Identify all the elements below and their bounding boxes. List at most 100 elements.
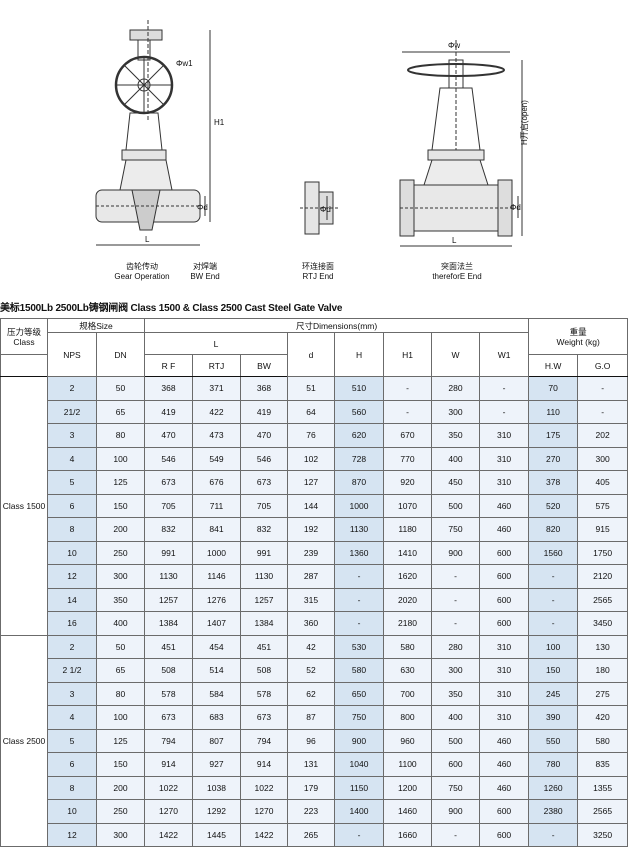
- table-cell: 12: [47, 564, 97, 589]
- table-cell: 673: [240, 705, 289, 730]
- table-cell: 87: [287, 705, 336, 730]
- table-cell: 927: [192, 752, 242, 777]
- table-cell: 4: [47, 705, 97, 730]
- table-cell: 546: [144, 446, 194, 471]
- table-cell: 8: [47, 517, 97, 542]
- table-cell: 673: [144, 705, 194, 730]
- table-cell: 1445: [192, 822, 242, 847]
- table-cell: 150: [95, 493, 146, 518]
- rf-phi-label: Φw: [448, 41, 460, 50]
- table-cell: 360: [287, 611, 336, 636]
- table-cell: 1150: [334, 775, 385, 800]
- table-cell: 794: [240, 728, 289, 753]
- header-class-blank: [0, 354, 48, 377]
- table-cell: 580: [577, 728, 629, 753]
- table-cell: 508: [144, 658, 194, 683]
- rtj-d-label: Φd: [320, 205, 331, 214]
- table-cell: 4: [47, 446, 97, 471]
- table-cell: 1460: [383, 799, 433, 824]
- header-rtj: RTJ: [192, 354, 242, 377]
- table-cell: 6: [47, 493, 97, 518]
- header-w1: W1: [479, 332, 530, 377]
- gear-caption: 齿轮传动 Gear Operation: [112, 262, 172, 282]
- table-cell: 1660: [383, 822, 433, 847]
- header-hw: H.W: [528, 354, 579, 377]
- header-h1: H1: [383, 332, 433, 377]
- table-cell: 530: [334, 634, 385, 659]
- table-cell: 1560: [528, 540, 579, 565]
- table-cell: 508: [240, 658, 289, 683]
- table-cell: 820: [528, 517, 579, 542]
- table-cell: 80: [95, 681, 146, 706]
- header-bw: BW: [240, 354, 289, 377]
- table-cell: 1070: [383, 493, 433, 518]
- table-cell: 900: [334, 728, 385, 753]
- table-cell: 6: [47, 752, 97, 777]
- table-cell: 280: [431, 376, 481, 401]
- bw-caption: 对焊端 BW End: [180, 262, 230, 282]
- table-cell: 460: [479, 517, 530, 542]
- table-cell: 807: [192, 728, 242, 753]
- table-cell: 514: [192, 658, 242, 683]
- table-cell: 175: [528, 423, 579, 448]
- header-w: W: [431, 332, 481, 377]
- table-cell: 600: [479, 822, 530, 847]
- table-cell: -: [431, 611, 481, 636]
- table-cell: 750: [431, 775, 481, 800]
- table-cell: 914: [144, 752, 194, 777]
- header-rf: R F: [144, 354, 194, 377]
- table-cell: 125: [95, 470, 146, 495]
- table-cell: 42: [287, 634, 336, 659]
- table-cell: 2380: [528, 799, 579, 824]
- table-cell: 100: [528, 634, 579, 659]
- table-cell: 1400: [334, 799, 385, 824]
- table-cell: 1257: [144, 587, 194, 612]
- table-cell: 300: [95, 564, 146, 589]
- table-cell: 3: [47, 423, 97, 448]
- table-cell: -: [528, 564, 579, 589]
- table-cell: 915: [577, 517, 629, 542]
- table-cell: 1000: [334, 493, 385, 518]
- rtj-caption-cn: 环连接面: [302, 262, 334, 271]
- table-cell: 1022: [144, 775, 194, 800]
- table-cell: -: [383, 399, 433, 424]
- header-go: G.O: [577, 354, 629, 377]
- table-cell: 3: [47, 681, 97, 706]
- table-cell: 250: [95, 799, 146, 824]
- table-cell: 1355: [577, 775, 629, 800]
- table-cell: 673: [240, 470, 289, 495]
- table-cell: 841: [192, 517, 242, 542]
- table-cell: 245: [528, 681, 579, 706]
- gear-caption-en: Gear Operation: [114, 272, 170, 281]
- bw-caption-en: BW End: [190, 272, 220, 281]
- table-cell: 1410: [383, 540, 433, 565]
- table-cell: 780: [528, 752, 579, 777]
- table-cell: 600: [479, 611, 530, 636]
- gear-l-label: L: [145, 235, 150, 244]
- table-cell: 2565: [577, 799, 629, 824]
- table-cell: 310: [479, 446, 530, 471]
- table-cell: 200: [95, 517, 146, 542]
- table-cell: 711: [192, 493, 242, 518]
- table-cell: 510: [334, 376, 385, 401]
- table-cell: 1100: [383, 752, 433, 777]
- table-cell: 750: [334, 705, 385, 730]
- table-cell: -: [577, 376, 629, 401]
- table-cell: 2120: [577, 564, 629, 589]
- bw-caption-cn: 对焊端: [193, 262, 217, 271]
- table-cell: 125: [95, 728, 146, 753]
- table-cell: 705: [144, 493, 194, 518]
- table-cell: 683: [192, 705, 242, 730]
- table-cell: 750: [431, 517, 481, 542]
- table-cell: 300: [95, 822, 146, 847]
- header-d: d: [287, 332, 336, 377]
- table-cell: 1130: [334, 517, 385, 542]
- table-cell: 10: [47, 799, 97, 824]
- table-cell: 673: [144, 470, 194, 495]
- table-cell: 65: [95, 399, 146, 424]
- table-cell: 400: [95, 611, 146, 636]
